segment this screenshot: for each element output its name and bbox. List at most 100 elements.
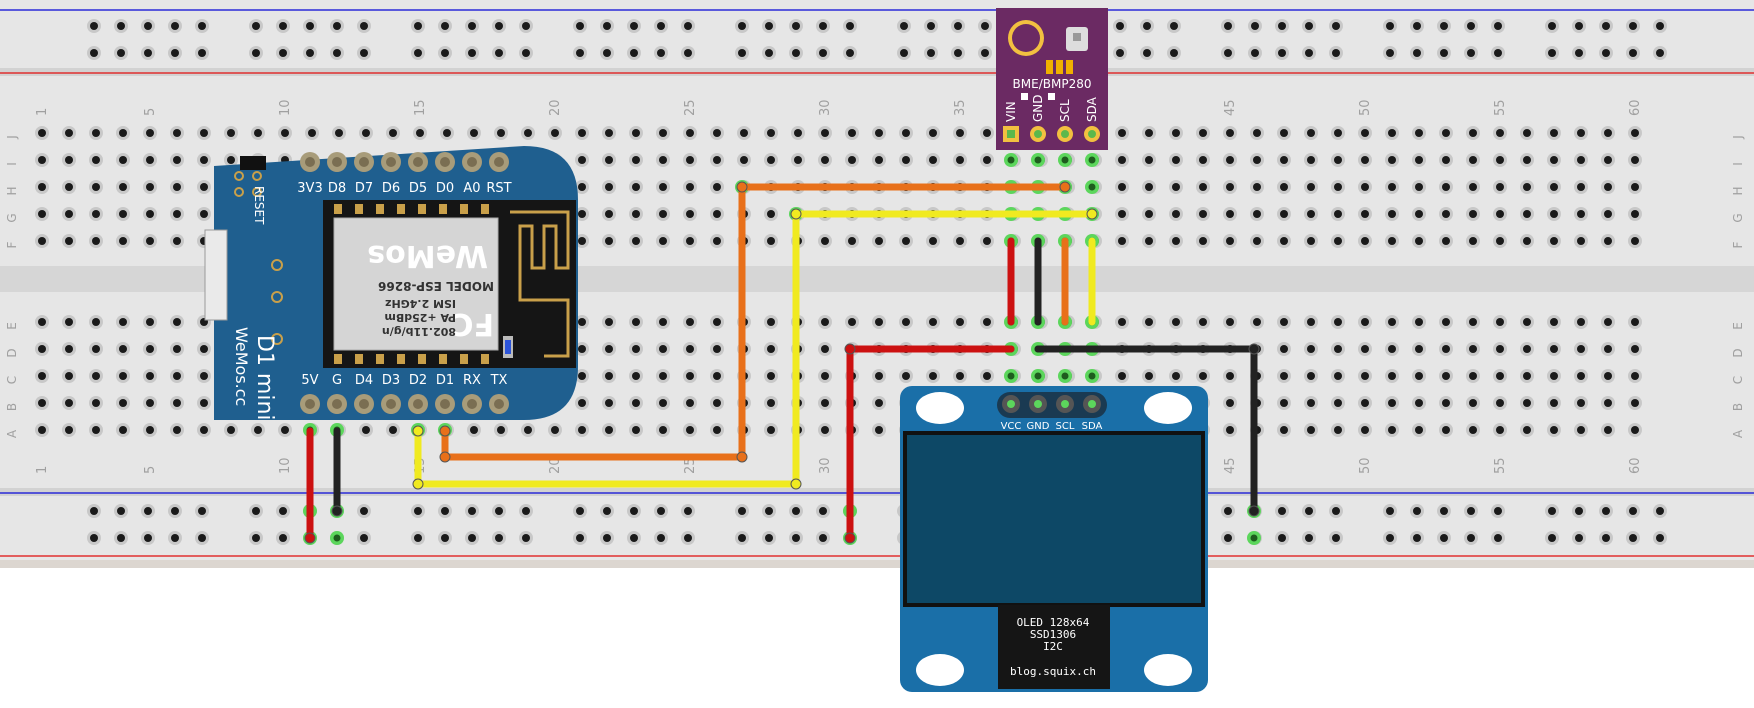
breadboard-hole[interactable] — [116, 369, 130, 383]
breadboard-hole[interactable] — [116, 180, 130, 194]
breadboard-hole[interactable] — [89, 126, 103, 140]
rail-hole[interactable] — [951, 19, 965, 33]
breadboard-hole[interactable] — [1412, 369, 1426, 383]
breadboard-hole[interactable] — [35, 207, 49, 221]
breadboard-hole[interactable] — [1358, 126, 1372, 140]
breadboard-hole[interactable] — [1493, 396, 1507, 410]
breadboard-hole[interactable] — [143, 423, 157, 437]
breadboard-hole[interactable] — [1250, 234, 1264, 248]
breadboard-hole[interactable] — [602, 153, 616, 167]
rail-hole[interactable] — [195, 19, 209, 33]
breadboard-hole[interactable] — [1277, 423, 1291, 437]
breadboard-hole[interactable] — [1250, 207, 1264, 221]
breadboard-hole[interactable] — [35, 234, 49, 248]
breadboard-hole[interactable] — [575, 315, 589, 329]
rail-hole[interactable] — [1383, 504, 1397, 518]
breadboard-hole[interactable] — [1520, 315, 1534, 329]
breadboard-hole[interactable] — [413, 126, 427, 140]
breadboard-hole[interactable] — [575, 396, 589, 410]
breadboard-hole[interactable] — [980, 234, 994, 248]
rail-hole[interactable] — [1491, 19, 1505, 33]
breadboard-hole[interactable] — [1628, 342, 1642, 356]
rail-hole[interactable] — [627, 531, 641, 545]
rail-hole[interactable] — [627, 46, 641, 60]
breadboard-hole[interactable] — [1574, 126, 1588, 140]
rail-hole[interactable] — [1653, 531, 1667, 545]
rail-hole[interactable] — [519, 531, 533, 545]
breadboard-hole[interactable] — [926, 234, 940, 248]
breadboard-hole[interactable] — [1466, 315, 1480, 329]
rail-hole[interactable] — [1221, 531, 1235, 545]
breadboard-hole[interactable] — [1547, 315, 1561, 329]
breadboard-hole[interactable] — [35, 153, 49, 167]
breadboard-hole[interactable] — [521, 423, 535, 437]
breadboard-hole[interactable] — [1277, 315, 1291, 329]
rail-hole[interactable] — [816, 531, 830, 545]
breadboard-hole[interactable] — [1574, 315, 1588, 329]
breadboard-hole[interactable] — [953, 369, 967, 383]
breadboard-hole[interactable] — [1331, 369, 1345, 383]
breadboard-hole[interactable] — [845, 315, 859, 329]
breadboard-hole[interactable] — [197, 369, 211, 383]
breadboard-hole[interactable] — [332, 126, 346, 140]
breadboard-hole[interactable] — [656, 423, 670, 437]
breadboard-hole[interactable] — [1412, 207, 1426, 221]
breadboard-hole[interactable] — [1601, 234, 1615, 248]
rail-hole[interactable] — [1464, 19, 1478, 33]
breadboard-hole[interactable] — [35, 315, 49, 329]
rail-hole[interactable] — [654, 531, 668, 545]
breadboard-hole[interactable] — [224, 423, 238, 437]
rail-hole[interactable] — [1491, 46, 1505, 60]
breadboard-hole[interactable] — [656, 315, 670, 329]
breadboard-hole[interactable] — [656, 126, 670, 140]
rail-hole[interactable] — [141, 504, 155, 518]
breadboard-hole[interactable] — [170, 369, 184, 383]
breadboard-hole[interactable] — [872, 126, 886, 140]
breadboard-hole[interactable] — [1628, 153, 1642, 167]
breadboard-hole[interactable] — [1385, 126, 1399, 140]
breadboard-hole[interactable] — [62, 153, 76, 167]
rail-hole[interactable] — [492, 19, 506, 33]
breadboard-hole[interactable] — [683, 234, 697, 248]
breadboard-hole[interactable] — [116, 423, 130, 437]
breadboard-hole[interactable] — [764, 234, 778, 248]
breadboard-hole[interactable] — [872, 369, 886, 383]
breadboard-hole[interactable] — [1466, 423, 1480, 437]
breadboard-hole[interactable] — [197, 396, 211, 410]
breadboard-hole[interactable] — [89, 207, 103, 221]
breadboard-hole[interactable] — [1520, 207, 1534, 221]
rail-hole[interactable] — [195, 46, 209, 60]
rail-hole[interactable] — [438, 504, 452, 518]
rail-hole[interactable] — [1599, 504, 1613, 518]
breadboard-hole[interactable] — [575, 207, 589, 221]
breadboard-hole[interactable] — [1331, 180, 1345, 194]
rail-hole[interactable] — [1410, 19, 1424, 33]
breadboard-hole[interactable] — [602, 234, 616, 248]
breadboard-hole[interactable] — [764, 207, 778, 221]
rail-hole[interactable] — [681, 504, 695, 518]
breadboard-hole[interactable] — [1547, 396, 1561, 410]
rail-hole[interactable] — [168, 46, 182, 60]
breadboard-hole[interactable] — [899, 315, 913, 329]
breadboard-hole[interactable] — [35, 126, 49, 140]
rail-hole[interactable] — [600, 19, 614, 33]
breadboard-hole[interactable] — [656, 396, 670, 410]
rail-hole[interactable] — [762, 46, 776, 60]
breadboard-hole[interactable] — [62, 234, 76, 248]
breadboard-hole[interactable] — [575, 423, 589, 437]
rail-hole[interactable] — [1572, 531, 1586, 545]
breadboard-hole[interactable] — [1466, 342, 1480, 356]
breadboard-hole[interactable] — [170, 423, 184, 437]
breadboard-hole[interactable] — [197, 180, 211, 194]
breadboard-hole[interactable] — [1520, 369, 1534, 383]
rail-hole[interactable] — [1221, 46, 1235, 60]
breadboard-hole[interactable] — [575, 180, 589, 194]
breadboard-hole[interactable] — [683, 207, 697, 221]
breadboard-hole[interactable] — [1196, 180, 1210, 194]
breadboard-hole[interactable] — [467, 423, 481, 437]
breadboard-hole[interactable] — [1439, 369, 1453, 383]
rail-hole[interactable] — [1599, 46, 1613, 60]
breadboard-hole[interactable] — [1493, 234, 1507, 248]
breadboard-hole[interactable] — [656, 207, 670, 221]
